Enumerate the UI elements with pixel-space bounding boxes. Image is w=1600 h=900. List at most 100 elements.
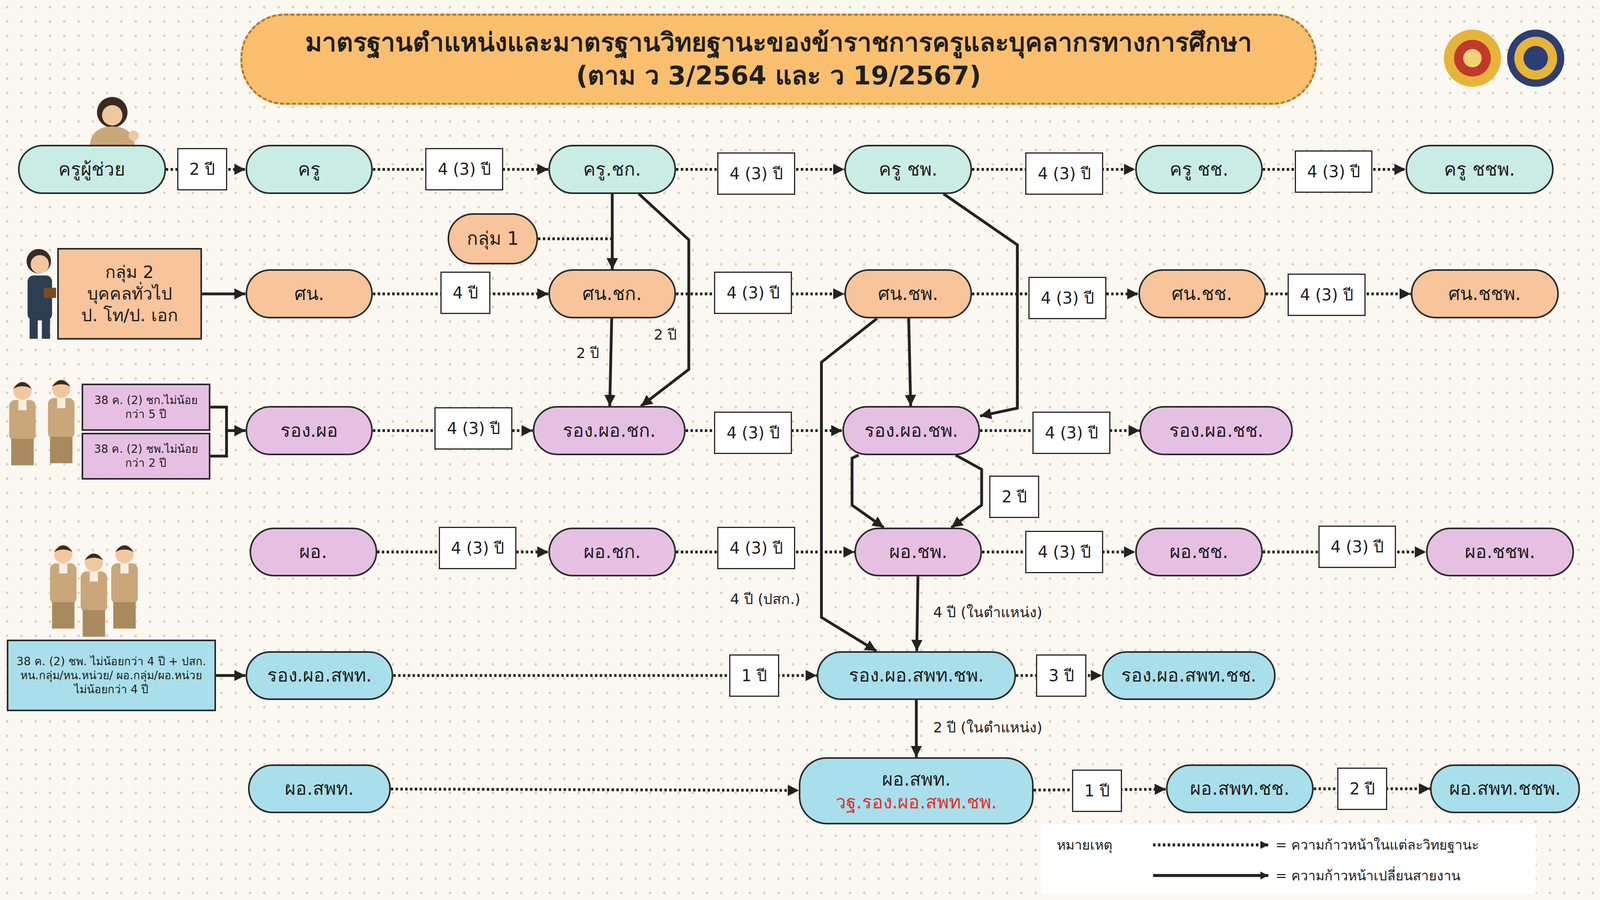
purple-pill: รอง.ผอ.ชพ.	[842, 406, 980, 455]
duration-label: 4 ปี (ปสก.)	[728, 589, 803, 609]
lecturer-figure	[26, 248, 56, 339]
teal-pill: ครู.ชก.	[548, 144, 676, 194]
solid-connector	[852, 455, 884, 528]
node-text: รอง.ผอ.ชก.	[562, 419, 656, 443]
solid-connector	[914, 700, 918, 758]
title-band: มาตรฐานตำแหน่งและมาตรฐานวิทยฐานะของข้ารา…	[240, 13, 1317, 105]
duration-box: 4 (3) ปี	[434, 407, 513, 450]
dotted-connector	[390, 789, 799, 791]
node-text: ศน.ชก.	[582, 282, 642, 306]
node-text: ครู.ชก.	[583, 158, 641, 182]
node-text: บุคคลทั่วไป	[87, 283, 172, 305]
node-text: รอง.ผอ	[280, 419, 339, 443]
purple-pill: รอง.ผอ.ชก.	[532, 406, 686, 455]
duration-box: 4 (3) ปี	[714, 411, 792, 454]
legend-text: = ความก้าวหน้าเปลี่ยนสายงาน	[1275, 864, 1461, 887]
blue-pill: ผอ.สพท.ชช.	[1166, 764, 1314, 814]
node-text: ศน.ชช.	[1171, 282, 1232, 306]
node-text: ผอ.สพท.ชชพ.	[1449, 777, 1561, 801]
legend-line-sample	[1153, 843, 1269, 847]
group-box: กลุ่ม 2บุคคลทั่วไปป. โท/ป. เอก	[57, 248, 202, 340]
node-text: 38 ค. (2) ชพ. ไม่น้อยกว่า 4 ปี + ปสก. หน…	[13, 654, 210, 697]
duration-label: 2 ปี	[651, 325, 680, 344]
node-text: ครู ชชพ.	[1444, 158, 1515, 182]
teacher-figure	[89, 96, 139, 145]
blue-pill: รอง.ผอ.สพท.	[245, 651, 394, 700]
legend-text: = ความก้าวหน้าในแต่ละวิทยฐานะ	[1275, 834, 1479, 856]
teal-pill: ครู ชช.	[1135, 144, 1263, 194]
teal-pill: ครู ชพ.	[844, 144, 972, 194]
node-text: ครู	[298, 158, 321, 182]
blue-pill: รอง.ผอ.สพท.ชพ.	[816, 651, 1016, 700]
solid-connector	[908, 318, 911, 406]
purple-pill: ผอ.	[249, 527, 378, 577]
duration-label: 2 ปี (ในตำแหน่ง)	[930, 718, 1045, 737]
node-text: ผอ.	[299, 540, 328, 564]
node-text: กลุ่ม 2	[105, 261, 154, 284]
orange-pill: ศน.ชพ.	[844, 269, 972, 318]
condition-box: 38 ค. (2) ชก.ไม่น้อยกว่า 5 ปี	[81, 383, 210, 431]
duration-box: 4 (3) ปี	[1287, 273, 1366, 316]
node-text: รอง.ผอ.สพท.ชพ.	[848, 664, 984, 688]
node-text: ผอ.สพท.	[284, 777, 354, 801]
node-text: ผอ.ชชพ.	[1464, 540, 1536, 564]
node-text: รอง.ผอ.ชช.	[1169, 419, 1264, 443]
node-text: ผอ.สพท.ชช.	[1190, 777, 1290, 801]
duration-box: 4 (3) ปี	[1028, 276, 1107, 320]
node-text: ป. โท/ป. เอก	[81, 304, 178, 327]
duration-box: 2 ปี	[1337, 767, 1388, 810]
condition-box: 38 ค. (2) ชพ. ไม่น้อยกว่า 4 ปี + ปสก. หน…	[6, 639, 216, 712]
node-text: รอง.ผอ.ชพ.	[864, 419, 959, 443]
node-text: ครู ชช.	[1169, 158, 1229, 182]
node-text: กลุ่ม 1	[466, 227, 519, 251]
solid-connector	[916, 576, 918, 651]
solid-connector	[210, 407, 246, 431]
blue-pill: ผอ.สพท.	[248, 764, 391, 814]
legend-line-sample	[1153, 874, 1269, 878]
purple-pill: ผอ.ชพ.	[854, 527, 982, 577]
teal-pill: ครู ชชพ.	[1405, 144, 1554, 194]
orange-pill: กลุ่ม 1	[447, 213, 538, 265]
dotted-connector	[538, 238, 613, 270]
duration-box: 4 (3) ปี	[1294, 150, 1373, 193]
node-text: ครู ชพ.	[878, 158, 938, 182]
orange-pill: ศน.ชช.	[1138, 269, 1266, 318]
duration-box: 4 (3) ปี	[717, 526, 796, 570]
solid-connector	[202, 292, 246, 296]
node-text: ผอ.สพท.	[882, 768, 951, 792]
duration-box: 4 (3) ปี	[425, 148, 504, 191]
node-text: 38 ค. (2) ชก.ไม่น้อยกว่า 5 ปี	[87, 393, 205, 422]
purple-pill: รอง.ผอ	[245, 406, 374, 455]
node-text: วฐ.รอง.ผอ.สพท.ชพ.	[835, 790, 997, 814]
duration-box: 4 (3) ปี	[1032, 411, 1111, 454]
teal-pill: ครูผู้ช่วย	[18, 144, 166, 194]
solid-connector	[216, 674, 246, 677]
teal-pill: ครู	[245, 144, 374, 194]
blue-pill: รอง.ผอ.สพท.ชช.	[1102, 651, 1276, 700]
orange-pill: ศน.	[245, 269, 374, 318]
node-text: ผอ.ชพ.	[889, 540, 948, 564]
duration-box: 4 (3) ปี	[1025, 530, 1104, 574]
duration-box: 4 (3) ปี	[1318, 525, 1397, 568]
duration-box: 4 (3) ปี	[438, 526, 517, 570]
purple-pill: ผอ.ชชพ.	[1426, 527, 1574, 577]
orange-pill: ศน.ชก.	[548, 269, 676, 318]
solid-connector	[210, 430, 246, 457]
duration-box: 4 (3) ปี	[717, 152, 796, 195]
duration-box: 3 ปี	[1036, 654, 1086, 697]
duration-box: 2 ปี	[989, 475, 1040, 518]
logos	[1444, 29, 1565, 87]
node-text: รอง.ผอ.สพท.ชช.	[1121, 664, 1257, 688]
solid-connector	[821, 318, 878, 652]
duration-box: 2 ปี	[177, 148, 228, 191]
duration-box: 1 ปี	[1072, 769, 1122, 812]
node-text: ผอ.ชก.	[583, 540, 641, 564]
purple-pill: ผอ.ชช.	[1135, 527, 1263, 577]
duration-box: 1 ปี	[729, 654, 780, 697]
director-box: ผอ.สพท.วฐ.รอง.ผอ.สพท.ชพ.	[798, 757, 1034, 825]
node-text: ครูผู้ช่วย	[58, 158, 126, 182]
